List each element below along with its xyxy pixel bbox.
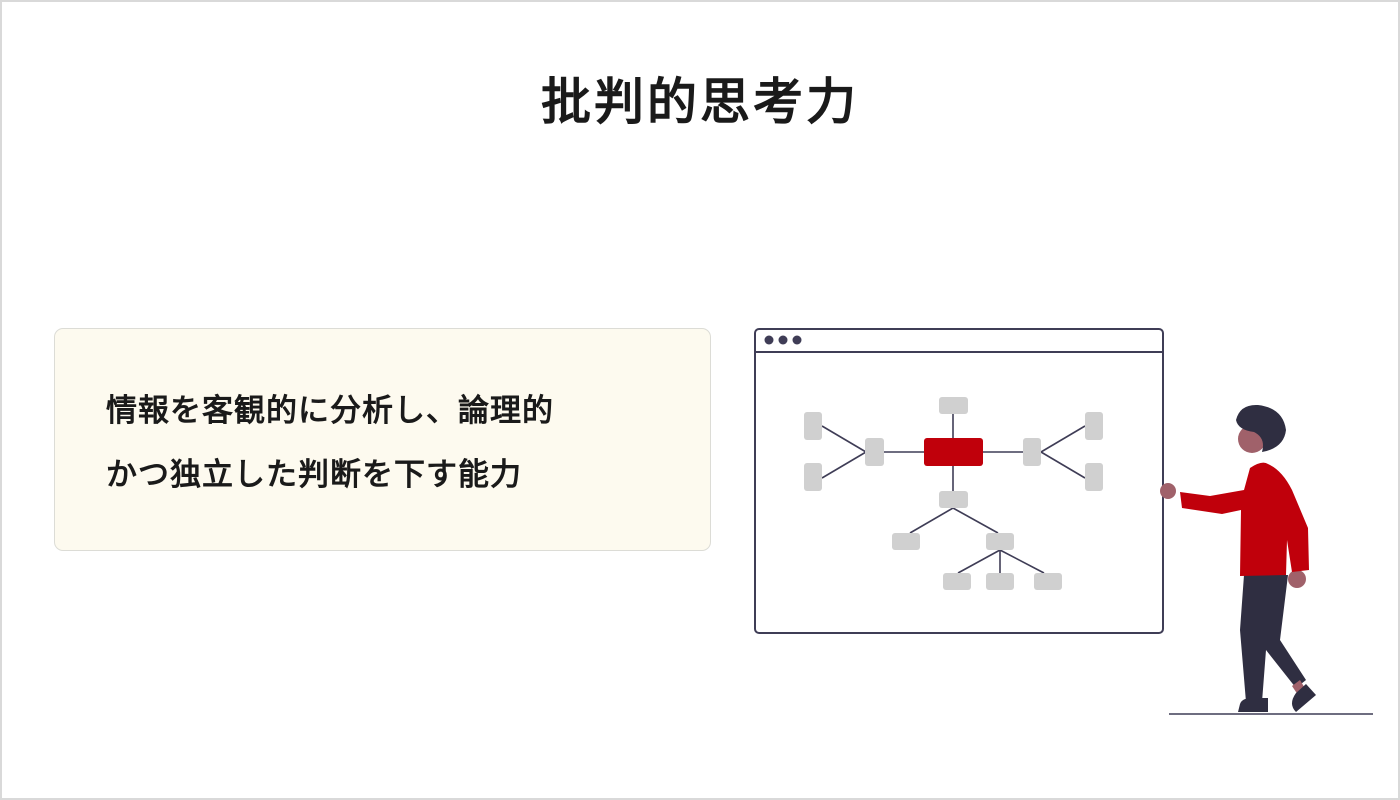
node-right-upper: [1085, 412, 1103, 440]
slide-title: 批判的思考力: [541, 73, 859, 131]
node-bottom-left: [892, 533, 920, 550]
definition-line-1: 情報を客観的に分析し、論理的: [106, 393, 554, 429]
node-left-lower: [804, 463, 822, 491]
node-bottom-right: [986, 533, 1014, 550]
person-figure-icon: [1160, 404, 1316, 712]
central-node: [924, 438, 983, 466]
window-dot-icon: [792, 335, 802, 345]
node-left-upper: [804, 412, 822, 440]
node-leaf-2: [986, 573, 1014, 590]
node-right-lower: [1085, 463, 1103, 491]
node-bottom: [939, 491, 968, 508]
window-dot-icon: [764, 335, 774, 345]
node-leaf-3: [1034, 573, 1062, 590]
mind-map-connectors: [821, 414, 1086, 574]
definition-line-2: かつ独立した判断を下す能力: [106, 457, 522, 493]
node-leaf-1: [943, 573, 971, 590]
node-top: [939, 397, 968, 414]
node-left: [865, 438, 884, 466]
window-dot-icon: [778, 335, 788, 345]
definition-text: 情報を客観的に分析し、論理的 かつ独立した判断を下す能力: [106, 379, 706, 507]
node-right: [1023, 438, 1041, 466]
browser-window-icon: [754, 328, 1164, 634]
mind-map-nodes: [804, 397, 1103, 590]
definition-card: 情報を客観的に分析し、論理的 かつ独立した判断を下す能力: [54, 328, 711, 551]
